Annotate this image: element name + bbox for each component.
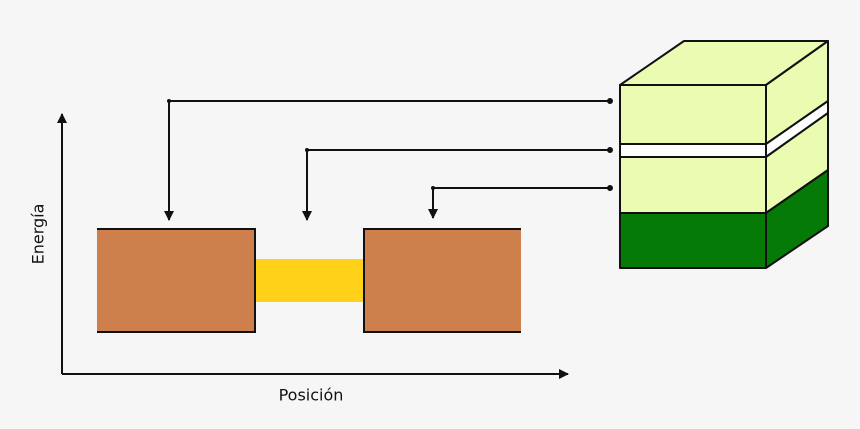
block-front-top-layer — [619, 84, 767, 145]
connector-top-layer — [164, 100, 610, 221]
y-axis-label: Energía — [28, 203, 48, 265]
block-front-thin-layer — [619, 143, 767, 158]
right-barrier — [363, 228, 521, 333]
connector-dot-middle — [607, 185, 613, 191]
x-axis-label: Posición — [278, 385, 344, 405]
connector-corner-top — [167, 99, 171, 103]
layered-block — [619, 40, 829, 269]
connector-dot-top — [607, 98, 613, 104]
connector-corner-thin — [305, 148, 309, 152]
connector-thin-layer — [302, 149, 610, 221]
well-region — [255, 259, 364, 302]
connector-middle-layer — [428, 187, 610, 219]
block-front-bottom-layer — [619, 212, 767, 269]
connector-dot-thin — [607, 147, 613, 153]
block-front-middle-layer — [619, 156, 767, 214]
left-barrier — [97, 228, 256, 333]
connector-corner-middle — [431, 186, 435, 190]
